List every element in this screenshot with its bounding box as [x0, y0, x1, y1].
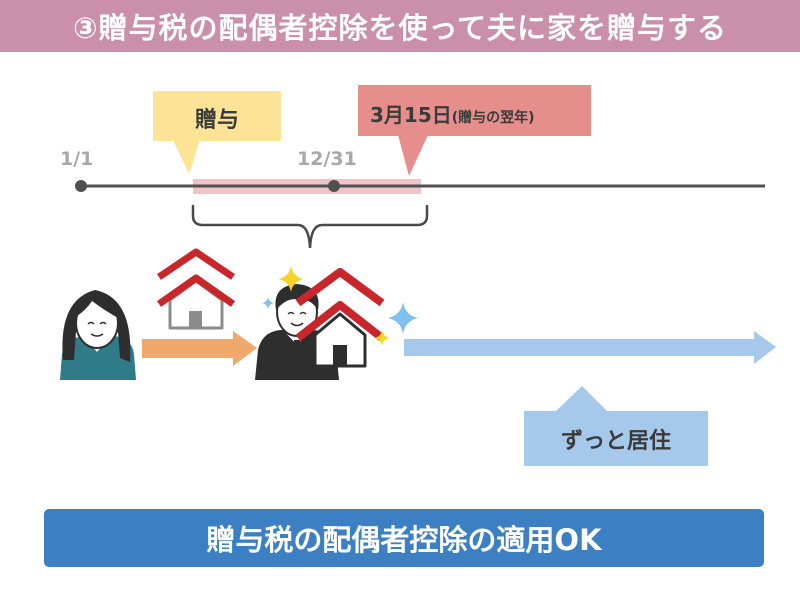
sparkle-icon: [278, 266, 304, 292]
timeline-year-end-label: 12/31: [297, 148, 357, 170]
timeline-start-dot: [75, 180, 87, 192]
deadline-callout: [358, 85, 591, 176]
deadline-callout-label: 3月15日(贈与の翌年): [370, 99, 535, 128]
result-text: 贈与税の配偶者控除の適用OK: [206, 523, 602, 557]
timeline-year-end-dot: [328, 180, 340, 192]
period-brace: [191, 204, 429, 249]
house-icon: [156, 248, 236, 330]
page-title: ③贈与税の配偶者控除を使って夫に家を贈与する: [72, 11, 728, 45]
title-bar: ③贈与税の配偶者控除を使って夫に家を贈与する: [0, 0, 800, 52]
house-icon: [295, 268, 385, 368]
timeline: [75, 179, 765, 194]
timeline-start-label: 1/1: [60, 148, 94, 170]
deadline-note: (贈与の翌年): [451, 110, 535, 126]
residence-callout: [524, 386, 708, 466]
sparkle-icon: [388, 302, 418, 334]
gift-callout: [153, 91, 281, 174]
residence-arrow: [404, 331, 776, 364]
deadline-date: 3月15日: [370, 103, 452, 127]
sparkle-icon: [262, 297, 274, 309]
wife-avatar-icon: [60, 290, 136, 380]
transfer-arrow: [142, 331, 257, 366]
residence-callout-label: ずっと居住: [560, 428, 671, 454]
result-banner: 贈与税の配偶者控除の適用OK: [44, 509, 764, 567]
sparkle-icon: [374, 330, 390, 346]
gift-callout-label: 贈与: [194, 108, 239, 133]
